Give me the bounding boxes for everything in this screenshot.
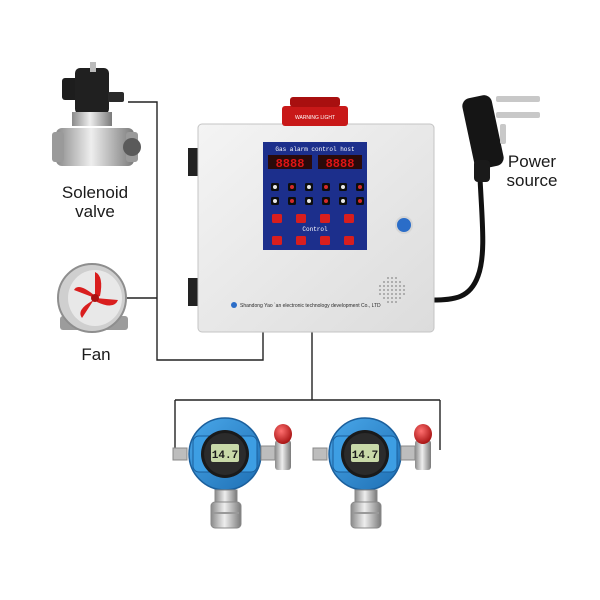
control-button xyxy=(320,214,330,223)
detector-reading: 14.7 xyxy=(212,450,238,462)
control-button xyxy=(344,236,354,245)
control-button xyxy=(272,236,282,245)
gas-detector-right: 14.7 xyxy=(312,417,432,529)
fan-label: Fan xyxy=(81,345,110,364)
gas-detector-left: 14.7 xyxy=(172,417,292,529)
detector-reading: 14.7 xyxy=(352,450,378,462)
control-button xyxy=(296,214,306,223)
control-buttons xyxy=(272,214,354,245)
control-button xyxy=(272,214,282,223)
control-button xyxy=(296,236,306,245)
panel-title: Gas alarm control host xyxy=(275,146,354,153)
alarm-control-cabinet: WARNING LIGHT Gas alarm control host 888… xyxy=(188,97,435,333)
display-right: 8888 xyxy=(326,157,355,171)
control-label: Control xyxy=(302,226,328,233)
detector-lcd xyxy=(351,444,379,462)
key-lock xyxy=(395,216,413,234)
beacon-light xyxy=(414,424,432,444)
power-plug xyxy=(462,95,540,182)
wire-detector-left xyxy=(174,399,441,450)
wiring xyxy=(118,101,441,450)
control-button xyxy=(344,214,354,223)
company-name: Shandong Yao `an electronic technology d… xyxy=(240,303,381,309)
display-left: 8888 xyxy=(276,157,305,171)
power-label-line2: source xyxy=(506,171,557,190)
axial-fan xyxy=(57,263,128,333)
warning-light-text: WARNING LIGHT xyxy=(295,115,335,121)
solenoid-label-line1: Solenoid xyxy=(62,183,128,202)
company-logo xyxy=(231,302,237,308)
wire-solenoid xyxy=(128,101,264,361)
solenoid-label-line2: valve xyxy=(75,202,115,221)
power-cable xyxy=(429,175,486,303)
solenoid-valve xyxy=(52,62,141,166)
indicator-grid xyxy=(271,183,364,205)
detector-lcd xyxy=(211,444,239,462)
control-button xyxy=(320,236,330,245)
beacon-light xyxy=(274,424,292,444)
power-label-line1: Power xyxy=(508,152,557,171)
speaker-grille xyxy=(379,277,405,303)
